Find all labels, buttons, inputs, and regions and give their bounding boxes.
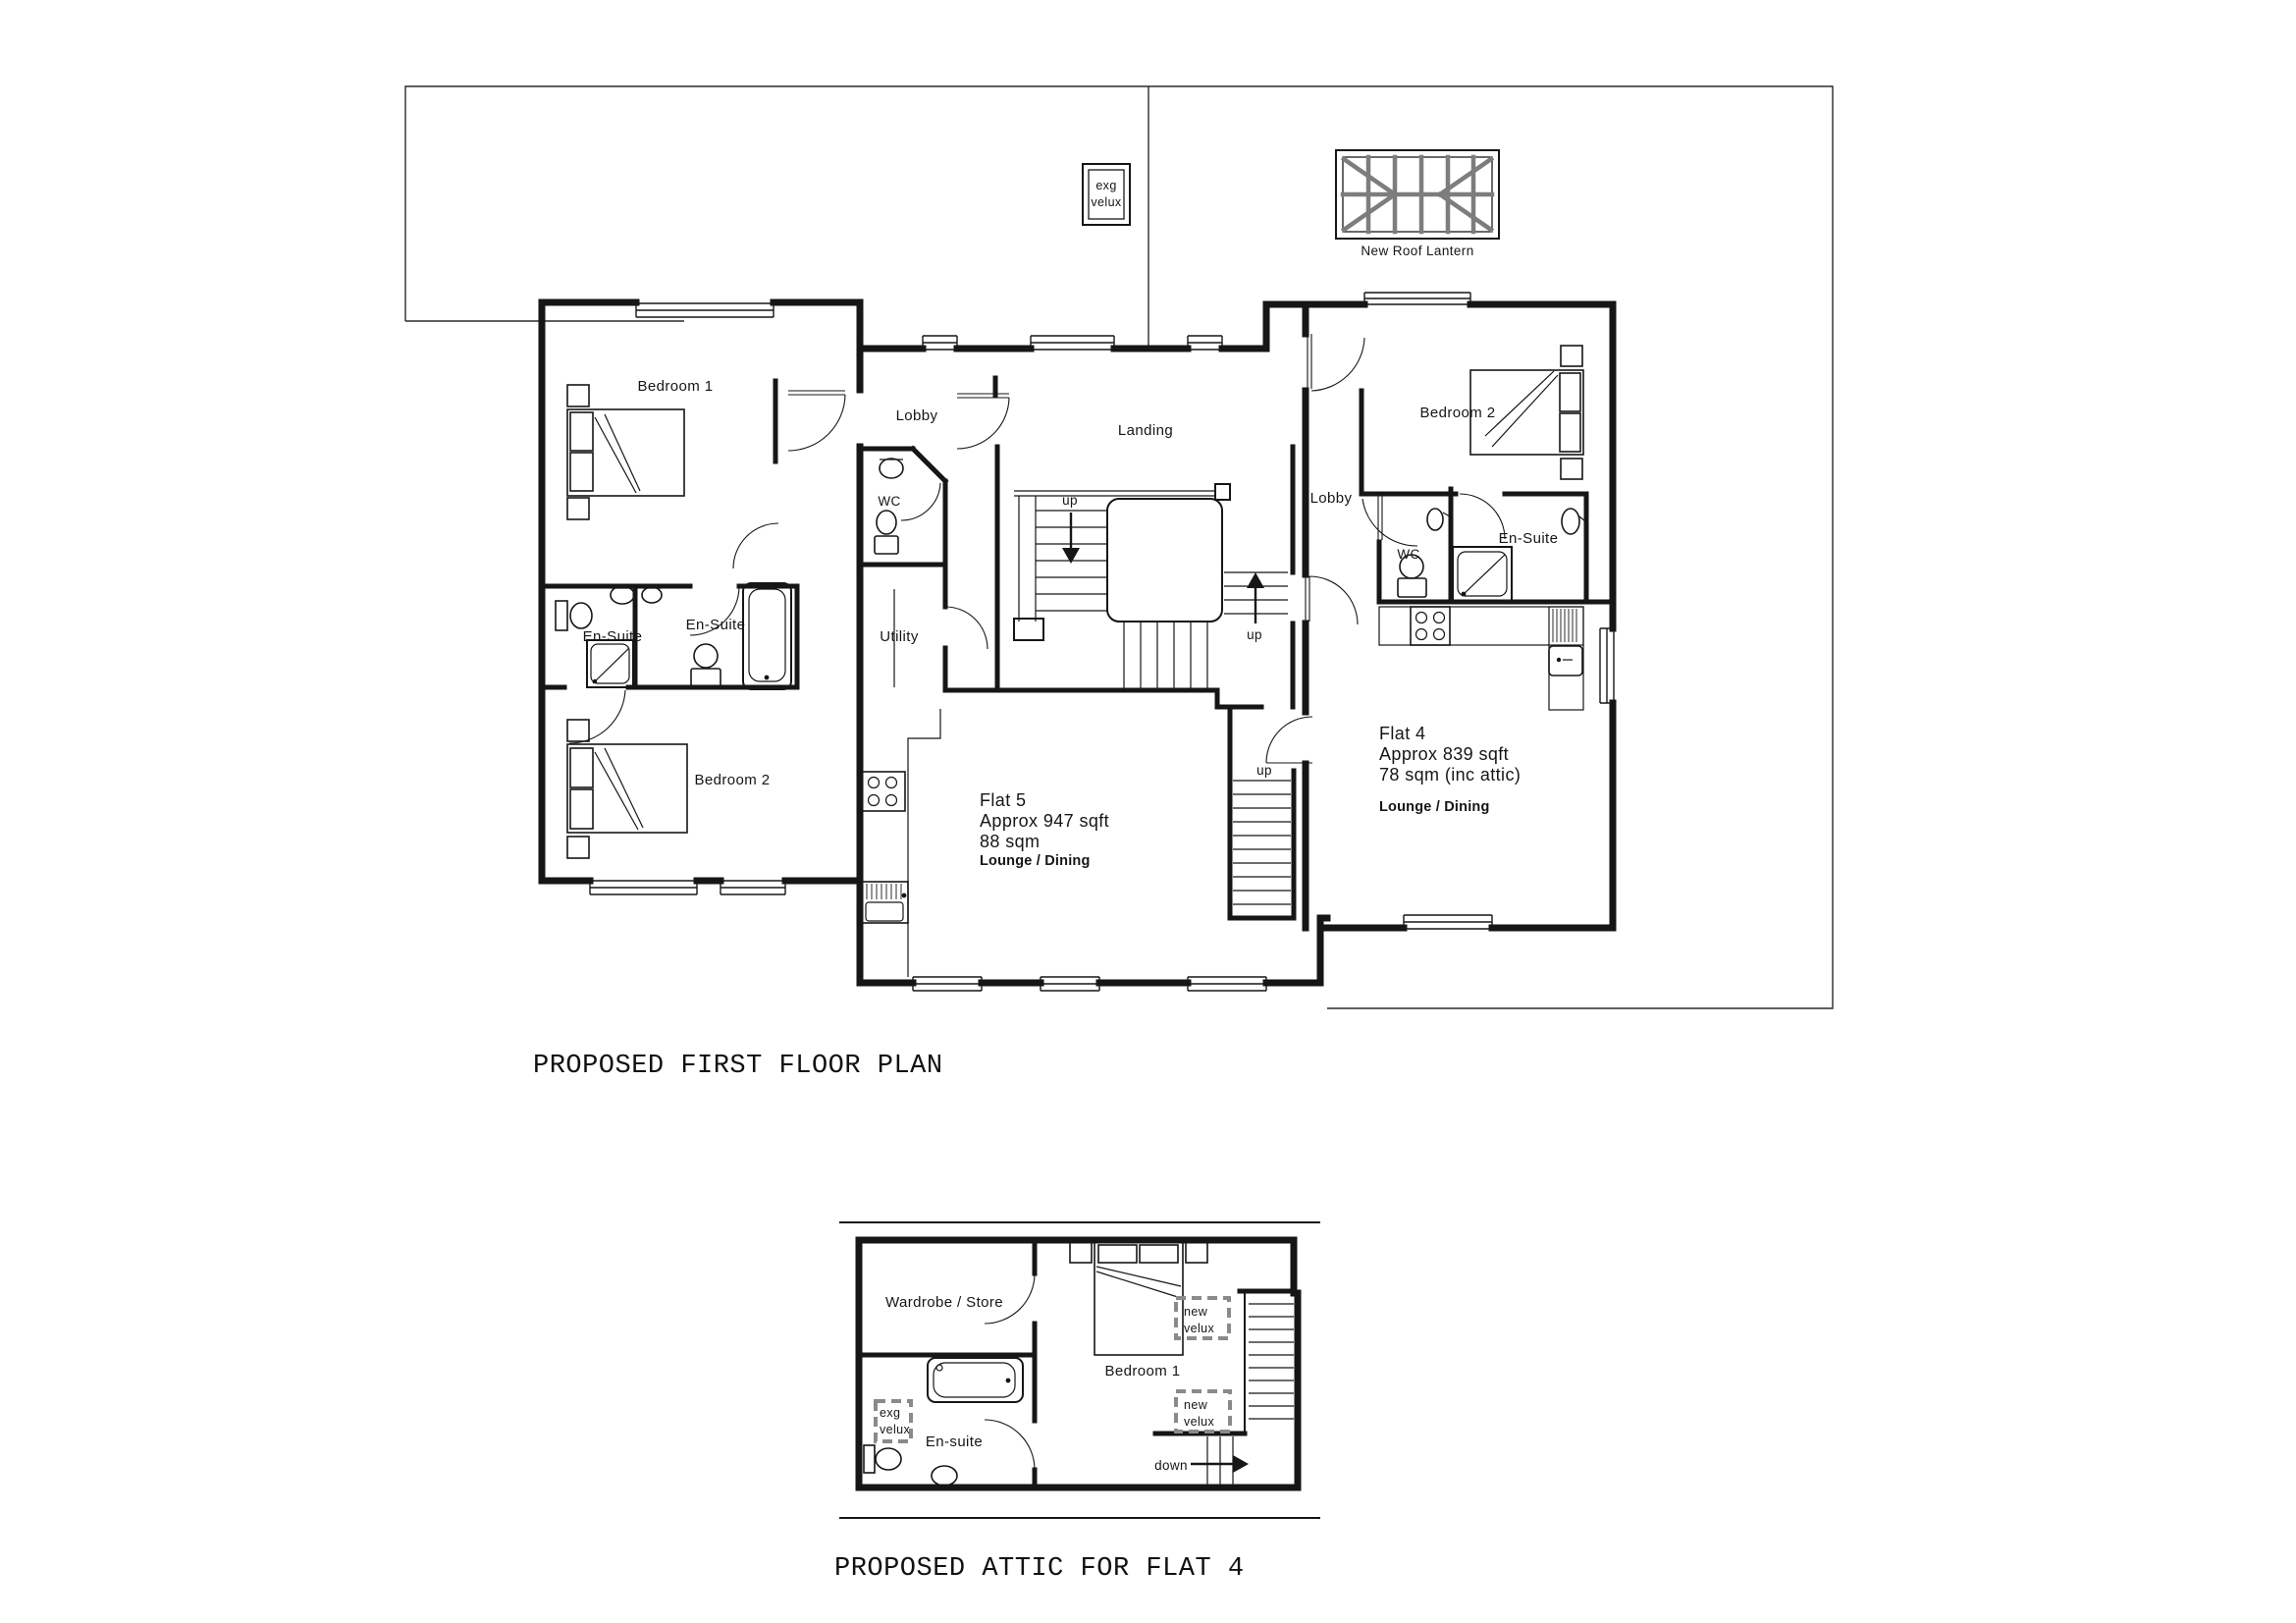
exg-velux-rooflight: exg velux <box>1082 163 1131 226</box>
attic-stair <box>1191 1291 1294 1488</box>
flat5-lounge-label: Lounge / Dining <box>980 853 1091 869</box>
ensuite-right-fixtures <box>1452 508 1586 602</box>
new-velux1-line1: new <box>1184 1305 1208 1319</box>
attic-doors <box>984 1272 1036 1471</box>
attic-labels: Wardrobe / Store Bedroom 1 En-suite down <box>885 1294 1188 1473</box>
ensuite2-fixtures <box>641 586 721 688</box>
flat4-kitchen <box>1378 606 1584 711</box>
first-floor-title: PROPOSED FIRST FLOOR PLAN <box>533 1052 943 1081</box>
utility-label: Utility <box>880 628 919 645</box>
wc-right-fixtures <box>1397 508 1451 598</box>
stairs-up-attic-label: up <box>1256 763 1272 778</box>
flat4-name: Flat 4 <box>1379 724 1425 743</box>
attic-ensuite-label: En-suite <box>926 1434 983 1450</box>
bedroom2-right-label: Bedroom 2 <box>1420 405 1496 421</box>
attic-bedroom1-label: Bedroom 1 <box>1105 1363 1181 1380</box>
flat5-kitchen <box>861 709 941 977</box>
bed-bedroom2-right <box>1469 345 1584 480</box>
attic-down-label: down <box>1154 1458 1188 1473</box>
bath-left <box>742 582 792 690</box>
attic-bath <box>927 1357 1024 1403</box>
flat5-fixtures <box>555 384 941 977</box>
ensuite-left2-label: En-Suite <box>686 617 746 633</box>
ensuite1-fixtures <box>555 585 635 688</box>
bed-bedroom2-left <box>566 719 688 859</box>
flat4-fixtures <box>1378 345 1586 711</box>
attic-plan: new velux new velux exg velux Wardrobe /… <box>839 1221 1320 1519</box>
flat5-area-sqm: 88 sqm <box>980 832 1040 851</box>
ensuite-right-label: En-Suite <box>1499 530 1559 547</box>
doors <box>568 334 1506 764</box>
internal-walls <box>539 375 1616 921</box>
flat4-area-sqm: 78 sqm (inc attic) <box>1379 765 1521 784</box>
new-velux2-line2: velux <box>1184 1415 1215 1429</box>
exg-velux-label-line2: velux <box>1091 195 1122 209</box>
attic-exg-velux-line1: exg <box>880 1406 900 1420</box>
windows <box>589 292 1615 992</box>
landing-label: Landing <box>1118 422 1173 439</box>
attic-exg-velux: exg velux <box>874 1399 913 1443</box>
roof-lantern-glazing-bars <box>1340 154 1495 235</box>
external-walls <box>538 298 1617 987</box>
bedroom2-left-label: Bedroom 2 <box>695 772 771 788</box>
lobby-right-label: Lobby <box>1310 490 1353 507</box>
lobby-left-label: Lobby <box>896 407 938 424</box>
stairs-up-right-label: up <box>1247 627 1262 642</box>
bedroom1-left-label: Bedroom 1 <box>638 378 714 395</box>
wc-right-label: WC <box>1397 547 1419 562</box>
new-velux1-line2: velux <box>1184 1322 1215 1335</box>
attic-exg-velux-line2: velux <box>880 1423 911 1436</box>
attic-external-walls <box>855 1236 1302 1491</box>
attic-title: PROPOSED ATTIC FOR FLAT 4 <box>834 1554 1245 1584</box>
attic-new-velux-1: new velux <box>1174 1296 1231 1340</box>
bed-bedroom1-left <box>566 384 685 520</box>
roof-lantern-label: New Roof Lantern <box>1361 243 1473 258</box>
ensuite-left1-label: En-Suite <box>583 628 643 645</box>
flat4-area-sqft: Approx 839 sqft <box>1379 744 1509 764</box>
wardrobe-label: Wardrobe / Store <box>885 1294 1003 1311</box>
first-floor-labels: Bedroom 1 Lobby WC En-Suite En-Suite Uti… <box>583 378 1559 869</box>
attic-ensuite-fixtures <box>863 1444 958 1487</box>
flat4-attic-stair <box>1233 780 1291 905</box>
attic-new-velux-2: new velux <box>1174 1389 1232 1434</box>
wc-left-fixtures <box>874 458 904 555</box>
exg-velux-label-line1: exg <box>1095 179 1116 192</box>
wc-left-label: WC <box>878 494 900 509</box>
flat5-name: Flat 5 <box>980 790 1026 810</box>
roof-lantern: New Roof Lantern <box>1335 149 1500 258</box>
communal-stairs <box>1013 483 1288 690</box>
flat5-area-sqft: Approx 947 sqft <box>980 811 1109 831</box>
new-velux2-line1: new <box>1184 1398 1208 1412</box>
stairs-up-left-label: up <box>1062 493 1078 508</box>
attic-internal-walls <box>856 1237 1297 1490</box>
flat4-lounge-label: Lounge / Dining <box>1379 799 1490 815</box>
